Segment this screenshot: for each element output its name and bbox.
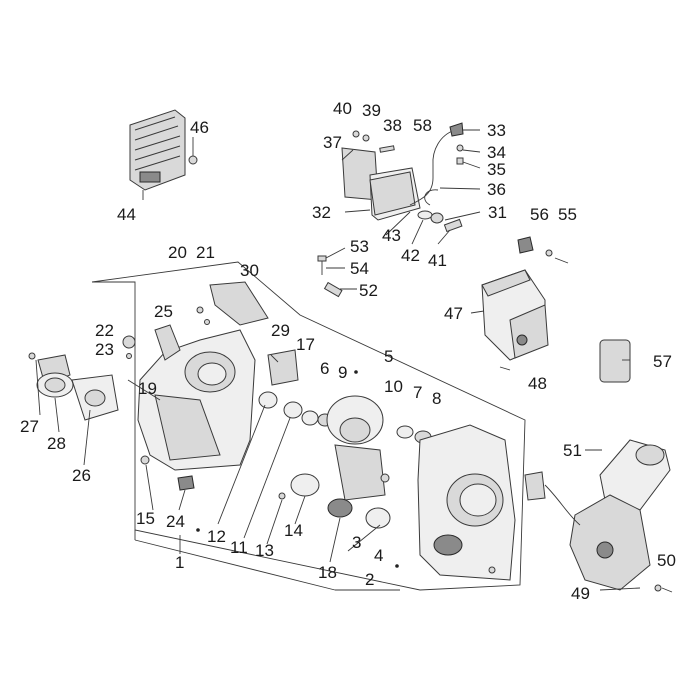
callout-47: 47 [444, 304, 463, 323]
callout-8: 8 [432, 389, 441, 408]
callout-9: 9 [338, 363, 347, 382]
callout-10: 10 [384, 377, 403, 396]
callout-39: 39 [362, 101, 381, 120]
callout-38: 38 [383, 116, 402, 135]
callout-4: 4 [374, 546, 383, 565]
callout-11: 11 [230, 538, 248, 557]
callout-30: 30 [240, 261, 259, 280]
callout-58: 58 [413, 116, 432, 135]
small-connector [517, 236, 569, 264]
callout-1: 1 [175, 553, 184, 572]
callout-17: 17 [296, 335, 315, 354]
callout-50: 50 [657, 551, 676, 570]
small-screws [317, 255, 343, 298]
coil-bracket-assembly [341, 122, 464, 233]
callout-53: 53 [350, 237, 369, 256]
marker-dots [196, 370, 399, 568]
callout-27: 27 [20, 417, 39, 436]
callout-13: 13 [255, 541, 274, 560]
callout-54: 54 [350, 259, 369, 278]
callout-46: 46 [190, 118, 209, 137]
callout-57: 57 [653, 352, 672, 371]
callout-35: 35 [487, 160, 506, 179]
callout-22: 22 [95, 321, 114, 340]
callout-55: 55 [558, 205, 577, 224]
callout-3: 3 [352, 533, 361, 552]
callout-15: 15 [136, 509, 155, 528]
callout-33: 33 [487, 121, 506, 140]
callout-41: 41 [428, 251, 447, 270]
callout-25: 25 [154, 302, 173, 321]
callout-24: 24 [166, 512, 185, 531]
callout-6: 6 [320, 359, 329, 378]
callout-34: 34 [487, 143, 506, 162]
callout-19: 19 [138, 379, 157, 398]
callout-51: 51 [563, 441, 582, 460]
callout-31: 31 [488, 203, 507, 222]
control-unit [481, 269, 549, 371]
callout-36: 36 [487, 180, 506, 199]
callout-37: 37 [323, 133, 342, 152]
callout-labels: 1 2 3 4 5 6 7 8 9 10 11 12 13 14 15 17 1… [20, 99, 676, 603]
callout-32: 32 [312, 203, 331, 222]
left-housing [137, 281, 269, 491]
callout-26: 26 [72, 466, 91, 485]
leader-lines [35, 129, 641, 591]
left-sensor-parts [28, 335, 136, 421]
voltage-regulator [129, 109, 198, 200]
callout-44: 44 [117, 205, 136, 224]
callout-5: 5 [384, 347, 393, 366]
callout-40: 40 [333, 99, 352, 118]
electric-motor [524, 439, 673, 593]
callout-2: 2 [365, 570, 374, 589]
right-cover [417, 424, 516, 581]
callout-23: 23 [95, 340, 114, 359]
callout-14: 14 [284, 521, 303, 540]
callout-20: 20 [168, 243, 187, 262]
middle-gear-parts [258, 349, 451, 529]
assembly-outline [91, 261, 526, 591]
callout-12: 12 [207, 527, 226, 546]
callout-48: 48 [528, 374, 547, 393]
callout-21: 21 [196, 243, 215, 262]
cover-block [599, 339, 631, 383]
callout-49: 49 [571, 584, 590, 603]
callout-7: 7 [413, 383, 422, 402]
callout-28: 28 [47, 434, 66, 453]
callout-52: 52 [359, 281, 378, 300]
callout-29: 29 [271, 321, 290, 340]
callout-18: 18 [318, 563, 337, 582]
callout-56: 56 [530, 205, 549, 224]
callout-43: 43 [382, 226, 401, 245]
callout-42: 42 [401, 246, 420, 265]
